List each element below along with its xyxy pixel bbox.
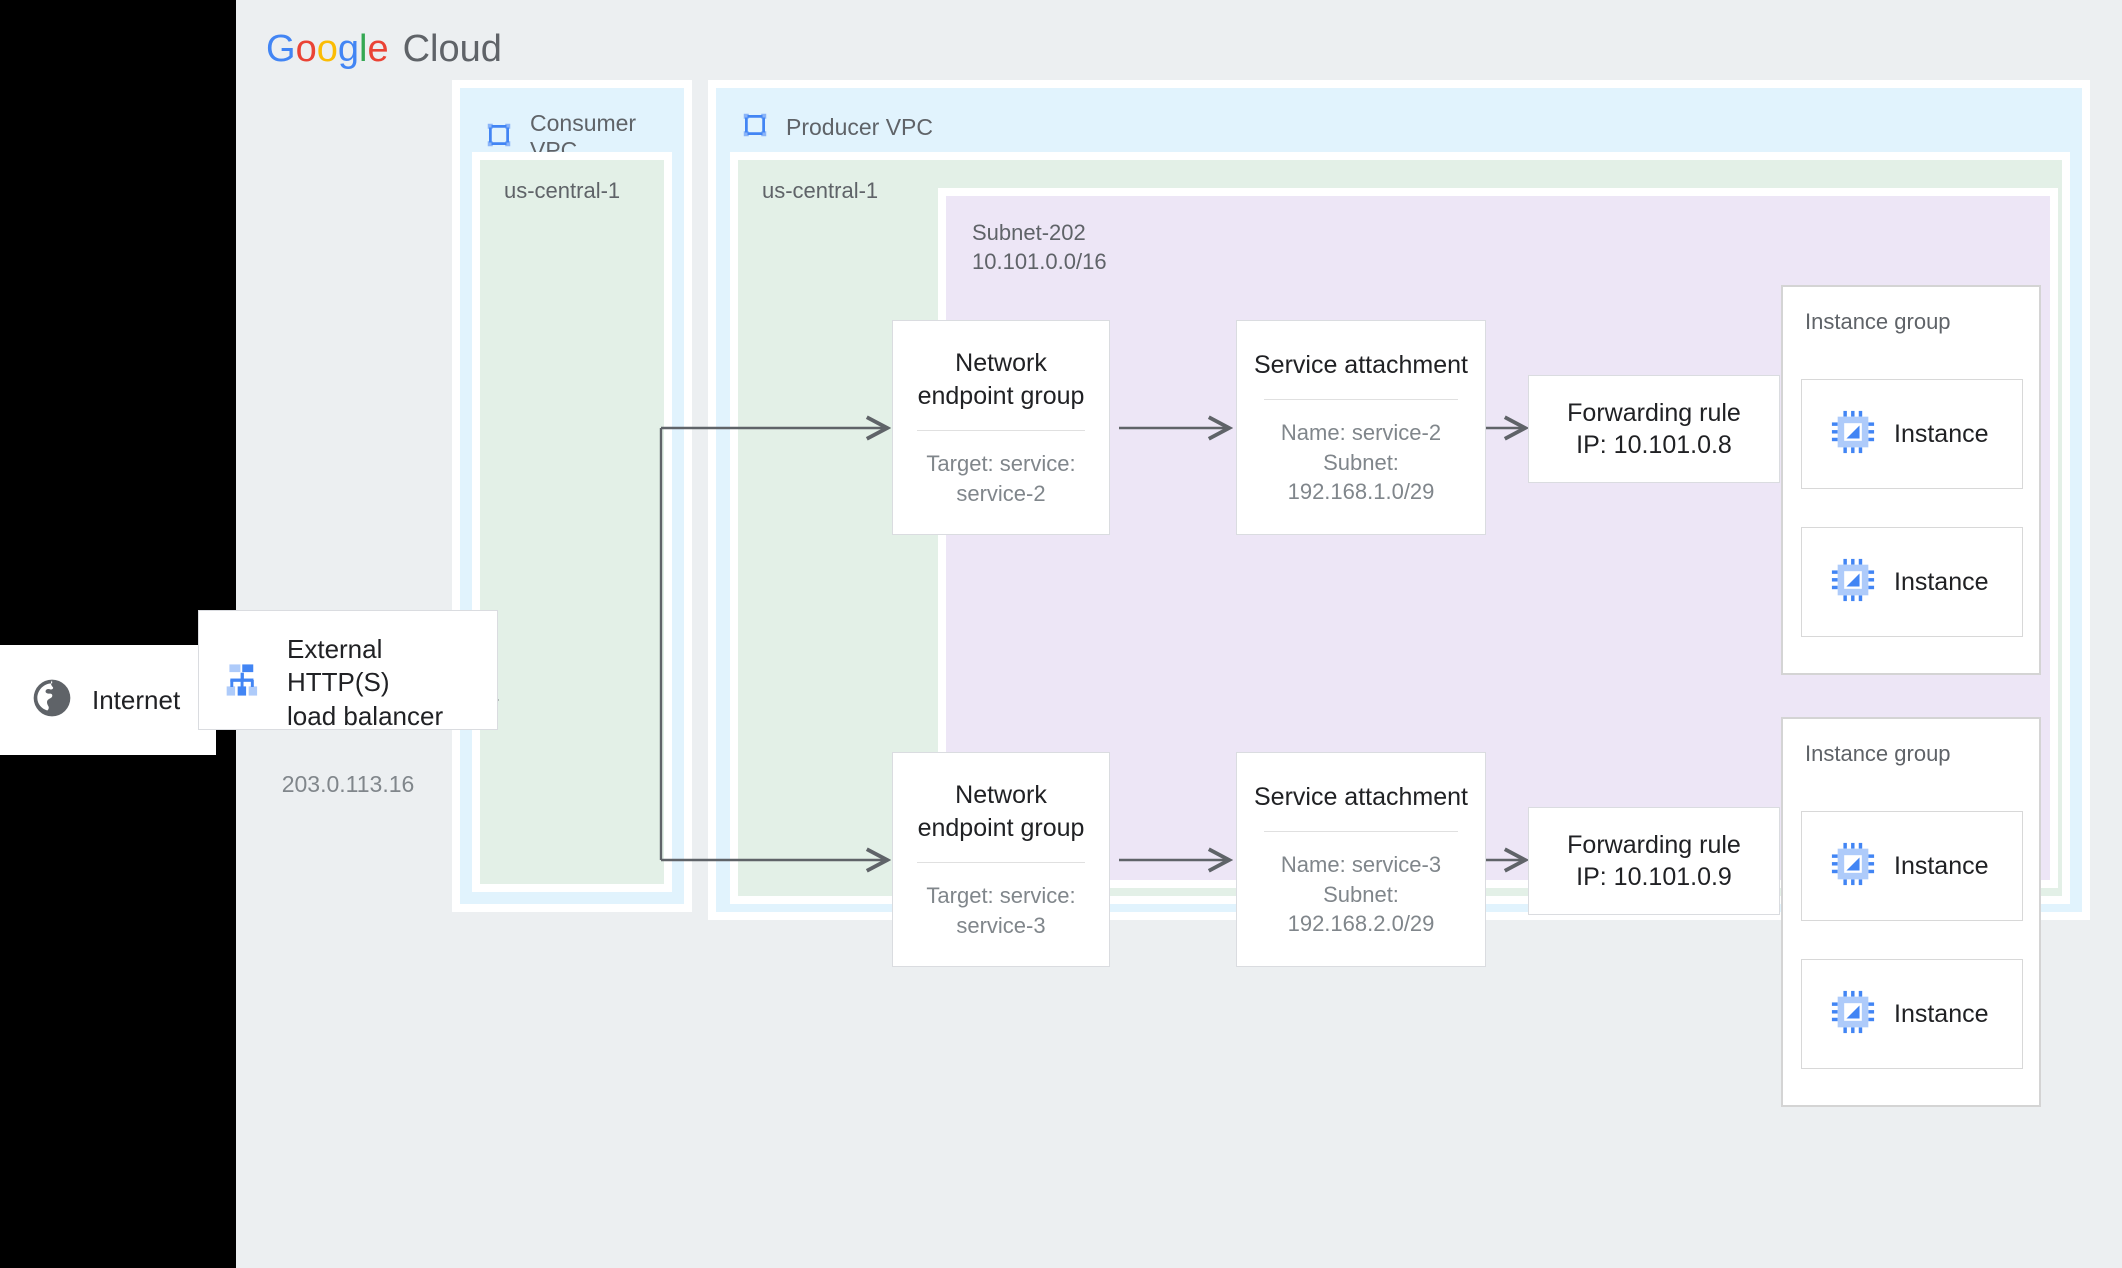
consumer-vpc-container: Consumer VPC us-central-1 <box>452 80 692 912</box>
instance-group-card-1: Instance group Insta <box>1781 285 2041 675</box>
forwarding-rule-card-1: Forwarding rule IP: 10.101.0.8 <box>1528 375 1780 483</box>
forwarding-rule-card-2: Forwarding rule IP: 10.101.0.9 <box>1528 807 1780 915</box>
vpc-icon <box>740 110 770 145</box>
producer-vpc-title: Producer VPC <box>786 114 934 140</box>
subnet-label: Subnet-202 10.101.0.0/16 <box>972 218 1107 276</box>
lb-title-line1: External HTTP(S) <box>287 634 390 698</box>
instance-label-2-2: Instance <box>1894 999 1989 1028</box>
instance-chip-icon <box>1830 557 1876 608</box>
network-endpoint-group-card-1: Network endpoint group Target: service: … <box>892 320 1110 535</box>
instance-label-1-1: Instance <box>1894 419 1989 448</box>
instance-box-1-1: Instance <box>1801 379 2023 489</box>
forwarding-rule-title-1: Forwarding rule IP: 10.101.0.8 <box>1567 398 1741 460</box>
neg-title-1: Network endpoint group <box>917 349 1085 410</box>
load-balancer-icon <box>223 658 267 707</box>
producer-region-label: us-central-1 <box>762 178 879 203</box>
producer-vpc-header: Producer VPC <box>716 88 2082 145</box>
instance-chip-icon <box>1830 989 1876 1040</box>
instance-box-2-2: Instance <box>1801 959 2023 1069</box>
load-balancer-title: External HTTP(S) load balancer <box>287 633 473 733</box>
service-attachment-divider-1 <box>1264 399 1458 401</box>
subnet-name: Subnet-202 <box>972 220 1086 245</box>
instance-group-title-1: Instance group <box>1805 309 1951 334</box>
service-attachment-divider-2 <box>1264 831 1458 833</box>
neg-sub-1: Target: service: service-2 <box>926 451 1076 506</box>
globe-icon <box>30 676 74 725</box>
instance-label-1-2: Instance <box>1894 567 1989 596</box>
instance-label-2-1: Instance <box>1894 851 1989 880</box>
service-attachment-card-2: Service attachment Name: service-3 Subne… <box>1236 752 1486 967</box>
neg-divider-2 <box>916 862 1086 864</box>
internet-node: Internet <box>0 645 216 755</box>
service-attachment-sub-2: Name: service-3 Subnet: 192.168.2.0/29 <box>1280 852 1442 936</box>
service-attachment-title-2: Service attachment <box>1254 782 1468 811</box>
instance-group-title-2: Instance group <box>1805 741 1951 766</box>
load-balancer-row: External HTTP(S) load balancer <box>223 633 473 733</box>
logo-cloud-word: Cloud <box>402 28 502 70</box>
load-balancer-ip: 203.0.113.16 <box>281 770 415 797</box>
instance-chip-icon <box>1830 841 1876 892</box>
instance-box-2-1: Instance <box>1801 811 2023 921</box>
service-attachment-card-1: Service attachment Name: service-2 Subne… <box>1236 320 1486 535</box>
consumer-region-label: us-central-1 <box>504 178 621 203</box>
subnet-cidr: 10.101.0.0/16 <box>972 249 1107 275</box>
neg-sub-2: Target: service: service-3 <box>926 883 1076 938</box>
network-endpoint-group-card-2: Network endpoint group Target: service: … <box>892 752 1110 967</box>
neg-title-2: Network endpoint group <box>917 781 1085 842</box>
instance-group-card-2: Instance group Insta <box>1781 717 2041 1107</box>
load-balancer-card: External HTTP(S) load balancer 203.0.113… <box>198 610 498 797</box>
neg-divider-1 <box>916 430 1086 432</box>
instance-chip-icon <box>1830 409 1876 460</box>
service-attachment-title-1: Service attachment <box>1254 350 1468 379</box>
internet-label: Internet <box>92 684 181 715</box>
consumer-region-container: us-central-1 <box>472 152 672 892</box>
forwarding-rule-title-2: Forwarding rule IP: 10.101.0.9 <box>1567 830 1741 892</box>
vpc-icon <box>484 120 514 155</box>
service-attachment-sub-1: Name: service-2 Subnet: 192.168.1.0/29 <box>1280 420 1442 504</box>
instance-box-1-2: Instance <box>1801 527 2023 637</box>
lb-title-line2: load balancer <box>287 700 444 731</box>
